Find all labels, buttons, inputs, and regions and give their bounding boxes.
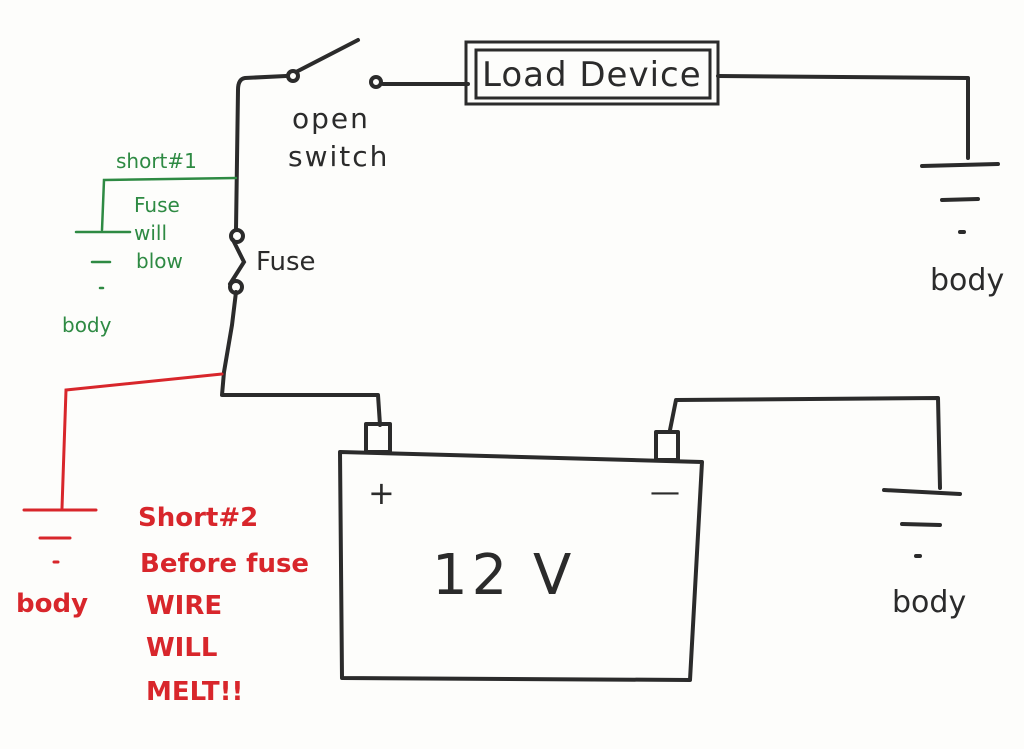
short2-wiring bbox=[22, 372, 224, 564]
load-device-label: Load Device bbox=[482, 55, 702, 95]
short1-ground-label: body bbox=[62, 313, 112, 337]
short2-note-line2: WIRE bbox=[146, 591, 222, 621]
load-device-outer bbox=[464, 40, 720, 106]
wire-battery-negative bbox=[668, 396, 942, 490]
short2-note-line3: WILL bbox=[146, 633, 218, 663]
switch-pivot bbox=[286, 69, 300, 83]
fuse-label: Fuse bbox=[256, 247, 316, 277]
switch-contact bbox=[369, 75, 383, 89]
switch-label-line1: open bbox=[292, 102, 370, 135]
short1-title: short#1 bbox=[116, 149, 197, 173]
battery-body bbox=[338, 450, 704, 682]
battery bbox=[338, 422, 704, 682]
short1-note-line2: will bbox=[134, 221, 167, 245]
wire-load-to-ground bbox=[716, 74, 970, 160]
battery-negative-terminal bbox=[654, 430, 680, 462]
short2-note-line4: MELT!! bbox=[146, 677, 243, 707]
short1-note-line3: blow bbox=[136, 249, 183, 273]
battery-voltage-label: 12 V bbox=[432, 543, 575, 608]
ground-label-battery: body bbox=[892, 585, 966, 620]
ground-symbol-load bbox=[920, 162, 1000, 234]
battery-minus-sign: — bbox=[650, 475, 680, 510]
ground-label-load: body bbox=[930, 263, 1004, 298]
wire-left-bottom bbox=[220, 290, 382, 427]
open-switch bbox=[286, 38, 383, 89]
wire-left-top bbox=[234, 74, 288, 232]
short2-title: Short#2 bbox=[138, 503, 258, 533]
short1-note-line1: Fuse bbox=[134, 193, 180, 217]
battery-plus-sign: + bbox=[368, 474, 395, 512]
switch-blade bbox=[294, 38, 360, 74]
short1-wiring bbox=[74, 176, 238, 290]
load-device-inner bbox=[474, 48, 712, 100]
fuse-bottom-terminal bbox=[228, 279, 244, 295]
switch-label-line2: switch bbox=[288, 140, 389, 173]
ground-symbol-battery bbox=[882, 488, 962, 558]
load-device bbox=[464, 40, 720, 106]
short2-note-line1: Before fuse bbox=[140, 549, 309, 579]
short2-ground-label: body bbox=[16, 589, 88, 619]
fuse bbox=[228, 228, 247, 295]
fuse-element bbox=[228, 238, 247, 286]
fuse-top-terminal bbox=[229, 228, 245, 244]
battery-positive-terminal bbox=[364, 422, 392, 454]
